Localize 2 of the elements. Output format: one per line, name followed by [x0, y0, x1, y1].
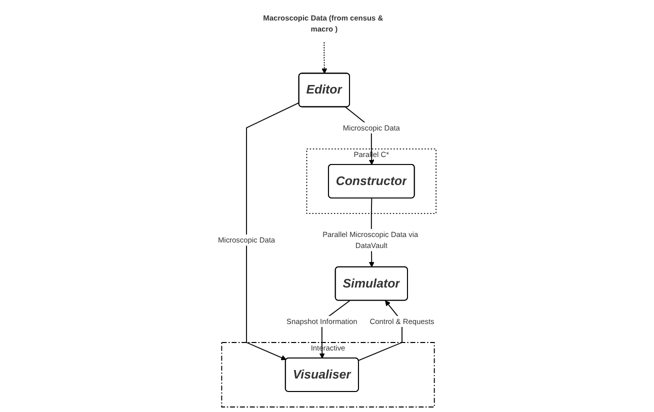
arrow: [246, 102, 300, 360]
arrow: [322, 42, 328, 74]
